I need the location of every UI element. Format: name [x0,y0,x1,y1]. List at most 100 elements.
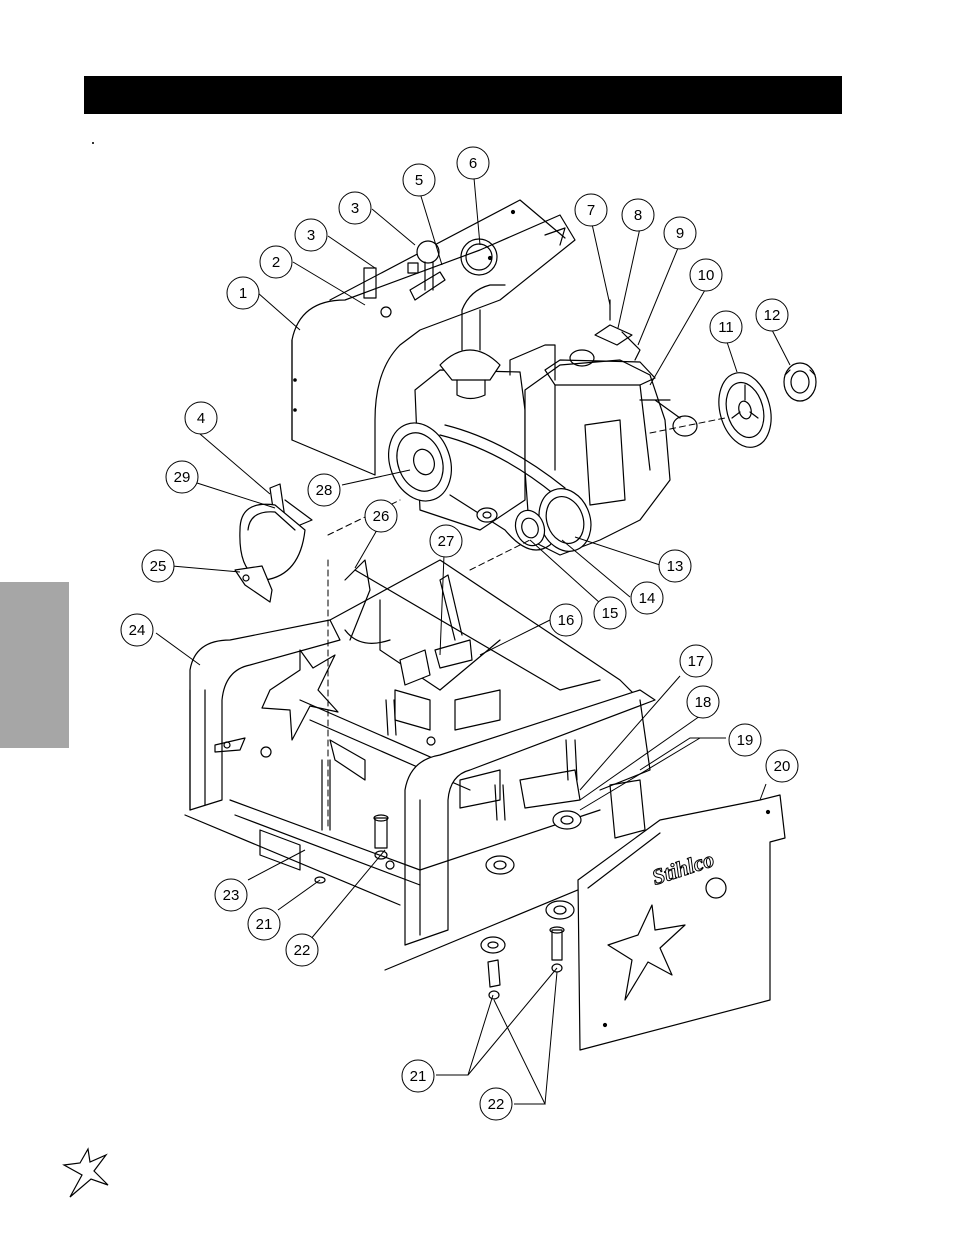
callout-label: 21 [410,1068,427,1085]
callout-16: 16 [549,603,583,637]
callout-label: 17 [688,653,705,670]
callout-21: 21 [247,907,281,941]
callout-22: 22 [479,1087,513,1121]
callout-label: 3 [351,200,359,217]
star-logo-icon [62,1147,109,1198]
callout-28: 28 [307,473,341,507]
callout-24: 24 [120,613,154,647]
clutch-pulley [476,488,592,552]
callout-circle [402,163,436,197]
callout-3: 3 [338,191,372,225]
callout-circle [630,581,664,615]
choke-knob [416,240,440,291]
callout-label: 11 [718,319,734,336]
callout-label: 27 [438,533,455,550]
callout-label: 24 [129,622,146,639]
callout-circle [456,146,490,180]
callout-circle [285,933,319,967]
callout-25: 25 [141,549,175,583]
callout-label: 21 [256,916,273,933]
callout-circle [214,878,248,912]
callout-label: 14 [639,590,656,607]
callout-label: 9 [676,225,684,242]
callout-27: 27 [429,524,463,558]
callout-18: 18 [686,685,720,719]
callout-label: 12 [764,307,781,324]
callout-13: 13 [658,549,692,583]
callout-circle [709,310,743,344]
engine-cover [291,199,576,476]
callout-20: 20 [765,749,799,783]
callout-1: 1 [226,276,260,310]
callout-label: 10 [698,267,715,284]
callout-3: 3 [294,218,328,252]
callout-circle [259,245,293,279]
callout-circle [574,193,608,227]
side-tab [0,582,69,748]
callout-label: 16 [558,612,575,629]
alignment-lines [327,417,726,831]
callout-label: 5 [415,172,423,189]
callout-circle [479,1087,513,1121]
callout-7: 7 [574,193,608,227]
callout-label: 22 [294,942,311,959]
callout-circle [593,596,627,630]
callout-9: 9 [663,216,697,250]
callout-circle [765,749,799,783]
callout-8: 8 [621,198,655,232]
callout-circle [549,603,583,637]
callout-label: 22 [488,1096,505,1113]
intake-stack [439,284,506,400]
callout-circle [141,549,175,583]
callout-label: 2 [272,254,280,271]
callout-12: 12 [755,298,789,332]
callout-label: 6 [469,155,477,172]
belt-guard-bracket [594,299,641,361]
callout-label: 15 [602,605,619,622]
callout-15: 15 [593,596,627,630]
callout-17: 17 [679,644,713,678]
stray-dot [92,142,94,144]
callout-label: 3 [307,227,315,244]
callout-circle [307,473,341,507]
callout-label: 18 [695,694,712,711]
header-bar [84,76,842,114]
front-panel-20: Stihlco [577,794,786,1051]
callout-label: 19 [737,732,754,749]
callout-label: 1 [239,285,247,302]
drive-pulley [388,422,452,502]
callout-circle [364,499,398,533]
callout-4: 4 [184,401,218,435]
callout-circle [728,723,762,757]
callout-label: 7 [587,202,595,219]
callout-circle [429,524,463,558]
callout-19: 19 [728,723,762,757]
belt-29 [239,503,306,581]
callout-circle [658,549,692,583]
callout-label: 20 [774,758,791,775]
caster-hardware [314,699,582,1000]
callout-29: 29 [165,460,199,494]
callout-10: 10 [689,258,723,292]
bushing-12 [783,362,817,402]
callout-label: 29 [174,469,191,486]
callout-14: 14 [630,581,664,615]
callout-label: 8 [634,207,642,224]
callout-label: 23 [223,887,240,904]
callout-circle [165,460,199,494]
callout-circle [663,216,697,250]
callout-circle [686,685,720,719]
callout-22: 22 [285,933,319,967]
callout-circle [120,613,154,647]
callout-6: 6 [456,146,490,180]
callout-circle [689,258,723,292]
callout-circle [755,298,789,332]
callout-label: 25 [150,558,167,575]
callout-circle [679,644,713,678]
bracket-25 [234,565,273,603]
callout-label: 28 [316,482,333,499]
callout-circle [401,1059,435,1093]
callout-11: 11 [709,310,743,344]
